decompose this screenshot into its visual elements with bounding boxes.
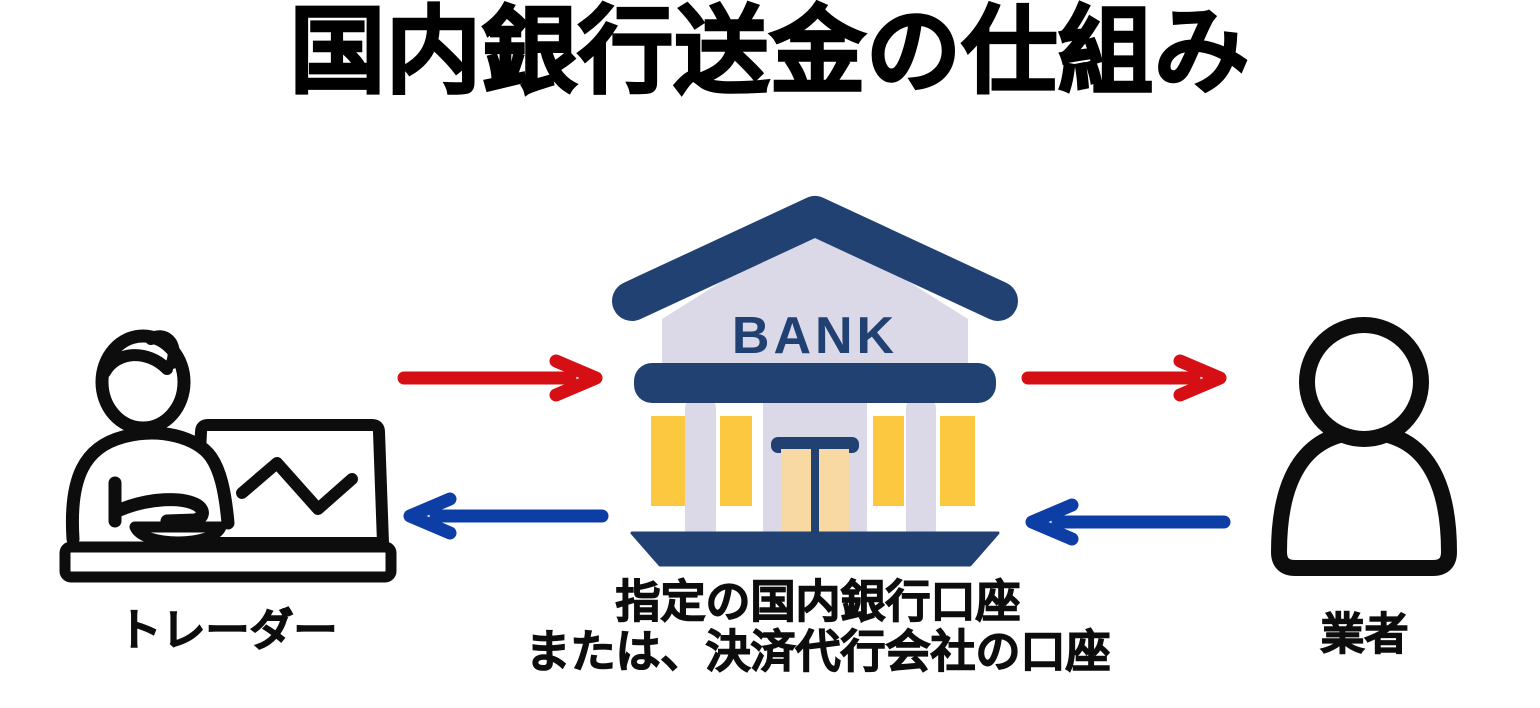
bank-sign-text: BANK [732, 307, 898, 365]
bank-window-2 [720, 416, 752, 506]
arrow-bank-to-trader [403, 492, 609, 540]
bank-caption-line2: または、決済代行会社の口座 [525, 626, 1111, 677]
blue-left-arrow-icon [403, 492, 609, 540]
desk [59, 541, 397, 583]
bank-roof [612, 196, 1018, 321]
bank-window-1 [651, 416, 685, 506]
vendor-strokes [1271, 317, 1457, 576]
chart-line-icon [236, 457, 358, 515]
blue-left-arrow-icon [1025, 498, 1231, 546]
trader-arm [110, 493, 209, 528]
bank-caption-line1: 指定の国内銀行口座 [615, 576, 1021, 627]
bank-building-icon: BANK [612, 196, 1018, 567]
bowl-icon [129, 521, 227, 548]
bank-window-4 [940, 416, 975, 506]
bank-caption: 指定の国内銀行口座 または、決済代行会社の口座 [468, 576, 1168, 677]
bank-column-left [685, 399, 716, 539]
bank-column-right [906, 399, 936, 539]
bank-base [630, 531, 1000, 567]
vendor-label: 業者 [1320, 609, 1409, 659]
bank-door-divider [811, 449, 819, 535]
trader-hair-curl [145, 330, 180, 369]
page-title: 国内銀行送金の仕組み [289, 0, 1251, 105]
trader-strokes [59, 329, 397, 583]
bank-pediment [662, 223, 968, 375]
arrow-trader-to-bank [397, 354, 603, 402]
red-right-arrow-icon [1021, 354, 1227, 402]
arrow-vendor-to-bank [1025, 498, 1231, 546]
vendor-body [1271, 424, 1457, 576]
bank-window-3 [873, 416, 904, 506]
vendor-head [1299, 317, 1429, 447]
trader-hair [99, 349, 173, 378]
person-icon [1271, 317, 1457, 576]
red-right-arrow-icon [397, 354, 603, 402]
bank-beam [634, 363, 996, 403]
person-at-laptop-icon [59, 329, 397, 583]
trader-label: トレーダー [117, 605, 338, 655]
arrow-bank-to-vendor [1021, 354, 1227, 402]
